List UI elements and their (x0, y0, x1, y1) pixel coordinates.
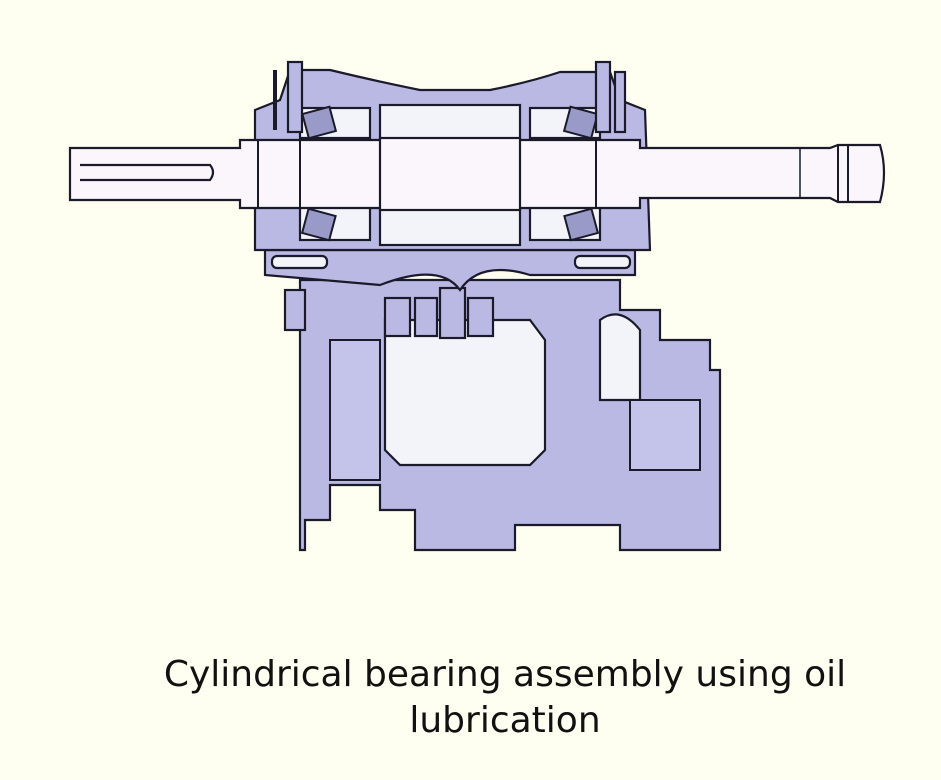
bolts (283, 286, 495, 340)
pedestal-housing (298, 278, 722, 552)
shaft (68, 136, 886, 212)
figure-caption: Cylindrical bearing assembly using oil l… (163, 654, 847, 741)
lower-housing (263, 248, 637, 292)
